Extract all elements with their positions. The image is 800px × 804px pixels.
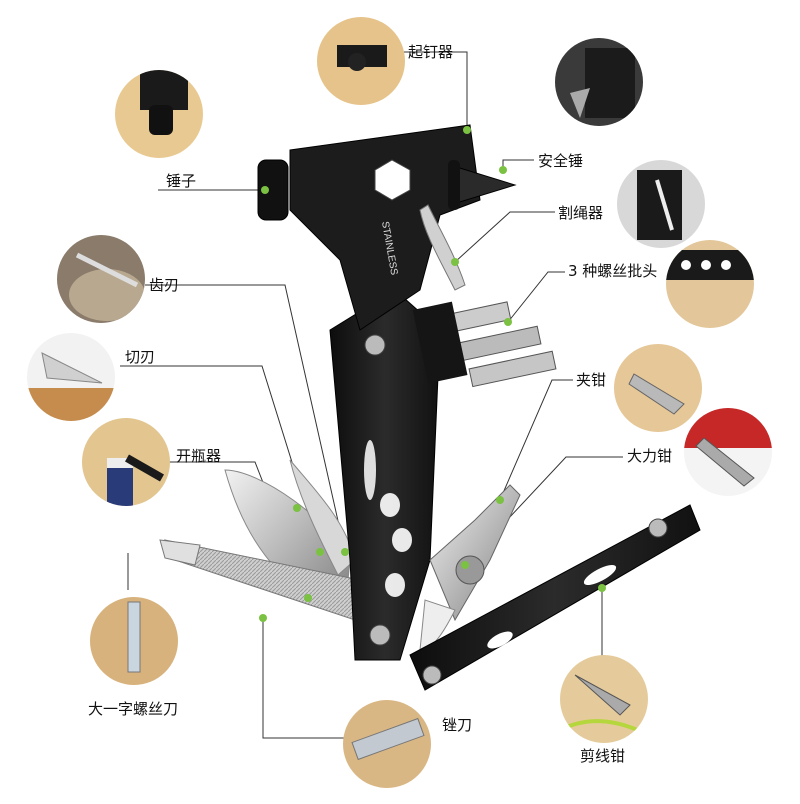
serrated-blade-label: 齿刃 — [149, 276, 180, 294]
rope-cutter-thumbnail — [617, 160, 705, 248]
locking-pliers-label: 大力钳 — [627, 447, 673, 465]
lower-handle — [409, 504, 701, 691]
hammer-head: STAINLESS — [257, 124, 517, 331]
file-thumbnail — [343, 700, 431, 788]
screwdriver-bits-thumbnail — [666, 240, 754, 328]
nail-puller-thumbnail — [317, 17, 405, 105]
file-label: 锉刀 — [442, 716, 473, 734]
serrated-blade — [289, 459, 356, 576]
screwdriver-bits — [412, 301, 557, 388]
bottle-opener-thumbnail — [82, 418, 170, 506]
pliers-thumbnail — [614, 344, 702, 432]
blade-thumbnail — [27, 333, 115, 421]
hammer-label: 锤子 — [166, 172, 197, 190]
rope-cutter-label: 割绳器 — [558, 204, 604, 222]
serrated-blade-thumbnail — [57, 235, 145, 323]
flat-screwdriver-label: 大一字螺丝刀 — [88, 700, 179, 718]
locking-pliers-thumbnail — [684, 408, 772, 496]
hammer-thumbnail — [115, 70, 203, 158]
safety-hammer-label: 安全锤 — [538, 152, 584, 170]
screwdriver-bits-label: 3 种螺丝批头 — [568, 262, 658, 280]
blade-label: 切刃 — [125, 348, 156, 366]
callout-dots — [259, 126, 606, 622]
safety-hammer-thumbnail — [555, 38, 643, 126]
pliers-label: 夹钳 — [576, 371, 607, 389]
flat-screwdriver-blade — [159, 539, 201, 566]
flat-screwdriver-thumbnail — [90, 597, 178, 685]
wire-cutter-thumbnail — [560, 655, 648, 743]
wire-cutter-label: 剪线钳 — [580, 747, 626, 765]
nail-puller-label: 起钉器 — [408, 43, 454, 61]
bottle-opener-label: 开瓶器 — [176, 447, 222, 465]
pliers — [419, 484, 521, 651]
